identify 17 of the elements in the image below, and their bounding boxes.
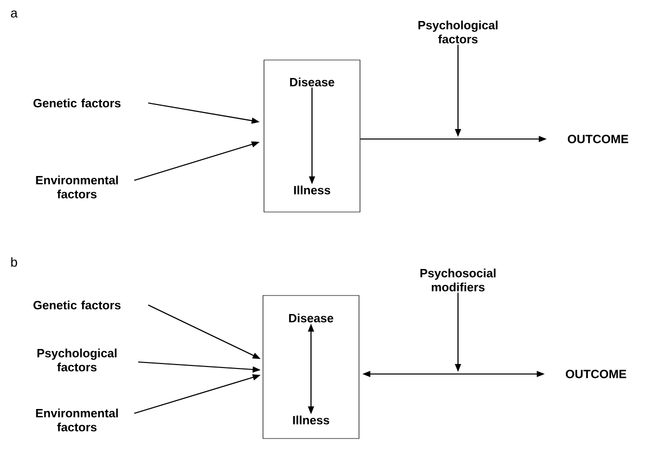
- node-label: Genetic factors: [33, 98, 121, 108]
- node-label: Psychosocial modifiers: [420, 268, 496, 292]
- node-label: Psychological factors: [418, 20, 498, 44]
- panel-letter: a: [10, 10, 18, 18]
- box: [262, 295, 360, 439]
- node-label: Genetic factors: [33, 300, 121, 310]
- node-label: Disease: [289, 314, 334, 322]
- node-label: OUTCOME: [566, 370, 626, 378]
- box: [264, 60, 360, 212]
- node-label: Environmental factors: [36, 176, 118, 198]
- node-label: Psychological factors: [37, 348, 116, 372]
- panel-letter: b: [11, 257, 18, 267]
- node-label: Illness: [294, 186, 330, 194]
- node-label: OUTCOME: [568, 134, 628, 144]
- node-label: Environmental factors: [36, 408, 118, 432]
- node-label: Illness: [293, 416, 330, 424]
- node-label: Disease: [290, 78, 334, 86]
